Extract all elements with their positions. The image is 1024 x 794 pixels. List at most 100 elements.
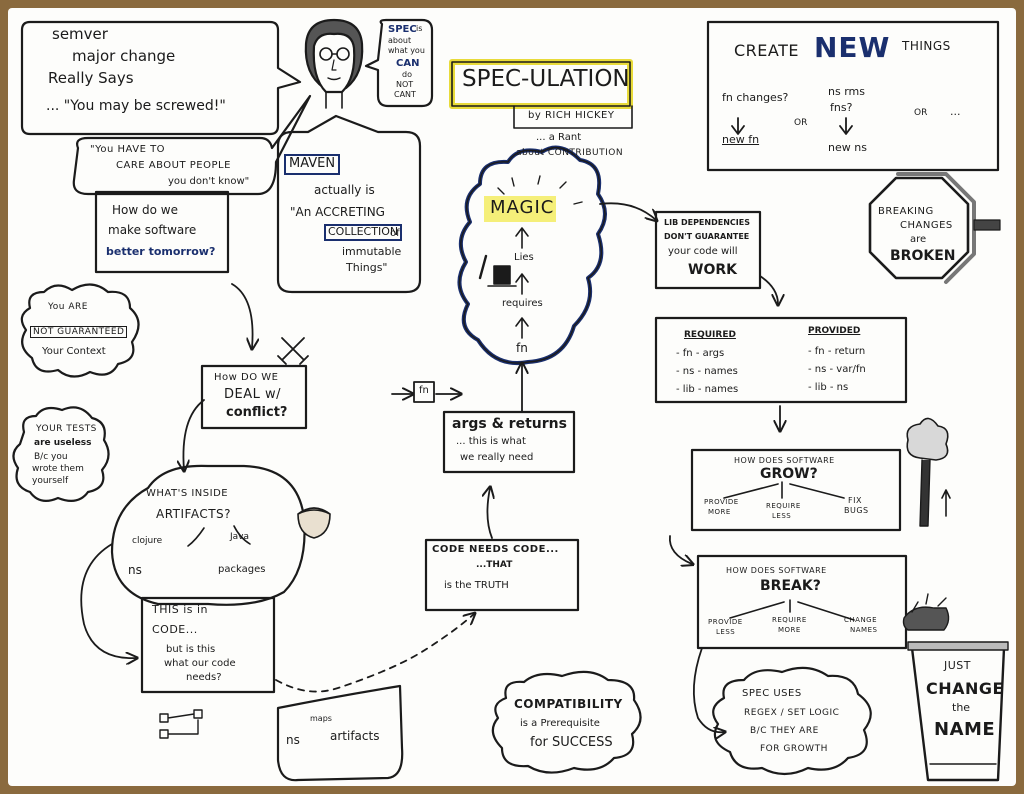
tree-icon [906, 417, 951, 527]
magic-requires: requires [502, 298, 543, 309]
compat-l1: COMPATIBILITY [514, 697, 623, 711]
spec-uses-cloud [712, 666, 872, 776]
semver-line2: major change [72, 47, 176, 65]
inside-a: clojure [132, 536, 163, 546]
rich-hickey-portrait [304, 18, 364, 109]
truth-l1: CODE NEEDS CODE... [432, 544, 559, 555]
sketch-drawing [12, 18, 1009, 782]
spec-bubble-l6: do [402, 70, 412, 79]
spec-bubble [364, 18, 434, 108]
inside-b: Java [230, 532, 250, 542]
conflict-l2: DEAL w/ [224, 387, 282, 402]
prov-head: PROVIDED [808, 326, 861, 336]
req-r3: - lib - names [676, 384, 739, 395]
create-or2: OR [914, 108, 928, 118]
breaking-l1: BREAKING [878, 206, 934, 217]
spec-bubble-l2: is [416, 24, 423, 33]
truth-l3: is the TRUTH [444, 580, 509, 591]
maven-l6: Things" [346, 261, 388, 274]
grow-l2: GROW? [760, 466, 818, 482]
spec-bubble-l8: CANT [394, 90, 416, 99]
grow-b2b: LESS [772, 512, 792, 520]
not-guaranteed-cloud [20, 283, 140, 378]
code-l1: THIS is in [152, 603, 209, 616]
magic-label: MAGIC [490, 197, 555, 218]
tests-l3: B/c you [34, 452, 68, 462]
crossed-swords-icon [277, 337, 309, 365]
magic-fn: fn [516, 341, 528, 355]
break-b2b: MORE [778, 626, 801, 634]
code-l5: needs? [186, 672, 222, 683]
lib-deps-l3: your code will [668, 246, 738, 257]
grow-box [690, 448, 902, 532]
conflict-box [200, 364, 308, 430]
semver-line1: semver [52, 25, 108, 43]
break-b3a: CHANGE [844, 616, 878, 624]
byline: by RICH HICKEY [528, 110, 615, 121]
req-r1: - fn - args [676, 348, 725, 359]
truth-l2: ...THAT [476, 560, 513, 570]
stop-sign [868, 176, 970, 280]
breaking-l3: are [910, 234, 927, 245]
req-r2: - ns - names [676, 366, 738, 377]
break-b3b: NAMES [850, 626, 878, 634]
grow-b2a: REQUIRE [766, 502, 801, 510]
args-l1: args & returns [452, 416, 567, 432]
spec-ulation-title: SPEC-ULATION [462, 66, 630, 92]
conflict-l1: How DO WE [214, 372, 279, 383]
spec-bubble-l4: what you [388, 46, 425, 55]
prov-p2: - ns - var/fn [808, 364, 866, 375]
change-name-l1: JUST [944, 659, 971, 672]
tests-l1: YOUR TESTS [36, 424, 97, 434]
tests-cloud [12, 406, 110, 503]
better-l1: How do we [112, 203, 178, 217]
code-box [140, 596, 276, 694]
people-quote-l1: "You HAVE TO [90, 144, 166, 155]
inside-l1: WHAT'S INSIDE [146, 488, 229, 499]
create-dots: ... [950, 105, 961, 118]
break-b1b: LESS [716, 628, 736, 636]
lib-deps-box [654, 210, 762, 290]
change-name-l4: NAME [934, 719, 996, 740]
inside-d: packages [218, 564, 266, 575]
create-c1a: fn changes? [722, 91, 789, 104]
spec-bubble-l7: NOT [396, 80, 414, 89]
not-guaranteed-l3: Your Context [42, 346, 106, 357]
better-l3: better tomorrow? [106, 245, 216, 258]
people-quote-l2: CARE ABOUT PEOPLE [116, 160, 231, 171]
magic-lies: Lies [514, 252, 534, 263]
rant-sub1: ... a Rant [536, 132, 582, 143]
better-l2: make software [108, 223, 197, 237]
create-title-b: NEW [814, 31, 891, 64]
spec-bubble-l1: SPEC [388, 24, 417, 35]
fn-box-label: fn [419, 385, 429, 396]
spec-uses-l2: REGEX / SET LOGIC [744, 708, 840, 718]
fn-box [413, 381, 435, 403]
spec-uses-l4: FOR GROWTH [760, 744, 828, 754]
acorn-icon [297, 507, 331, 539]
args-box [442, 410, 576, 474]
create-title-a: CREATE [734, 41, 799, 60]
break-b2a: REQUIRE [772, 616, 807, 624]
tests-l5: yourself [32, 476, 69, 486]
not-guaranteed-l1: You ARE [48, 302, 88, 312]
maven-l1: actually is [314, 183, 375, 197]
code-l4: what our code [164, 658, 236, 669]
req-head: REQUIRED [684, 330, 736, 340]
args-l2: ... this is what [456, 436, 526, 447]
people-quote-bubble [72, 94, 312, 196]
broken-car-icon [902, 606, 950, 631]
semver-line3: Really Says [48, 69, 134, 87]
create-or1: OR [794, 118, 808, 128]
prov-p3: - lib - ns [808, 382, 849, 393]
create-new-box [706, 20, 1000, 172]
people-quote-l3: you don't know" [168, 176, 250, 187]
create-c2b: fns? [830, 101, 853, 114]
semver-line4: ... "You may be screwed!" [46, 98, 226, 114]
spec-bubble-l5: CAN [396, 58, 420, 69]
maps-scroll [276, 684, 404, 782]
args-l3: we really need [460, 452, 534, 463]
grow-b1a: PROVIDE [704, 498, 739, 506]
create-title-c: THINGS [902, 39, 951, 53]
not-guaranteed-l2: NOT GUARANTEED [30, 326, 128, 339]
